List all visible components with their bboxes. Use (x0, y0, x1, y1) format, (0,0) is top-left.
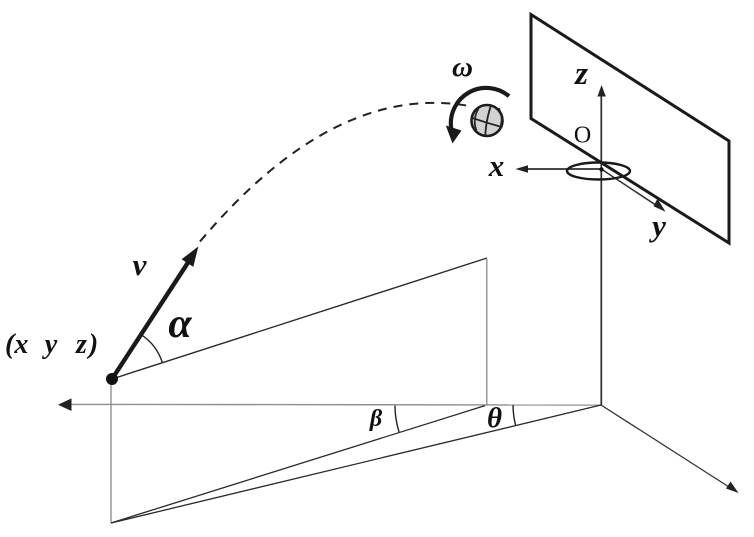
svg-text:β: β (369, 406, 383, 432)
svg-text:(x: (x (5, 329, 28, 360)
svg-text:y: y (648, 208, 666, 243)
svg-text:ω: ω (452, 51, 473, 83)
svg-text:z): z) (75, 329, 100, 360)
svg-text:y: y (42, 329, 58, 360)
svg-text:z: z (574, 56, 588, 92)
svg-text:O: O (574, 123, 591, 149)
svg-text:x: x (488, 148, 505, 183)
svg-text:θ: θ (487, 402, 502, 434)
svg-text:v: v (133, 247, 148, 282)
svg-text:α: α (168, 301, 192, 347)
